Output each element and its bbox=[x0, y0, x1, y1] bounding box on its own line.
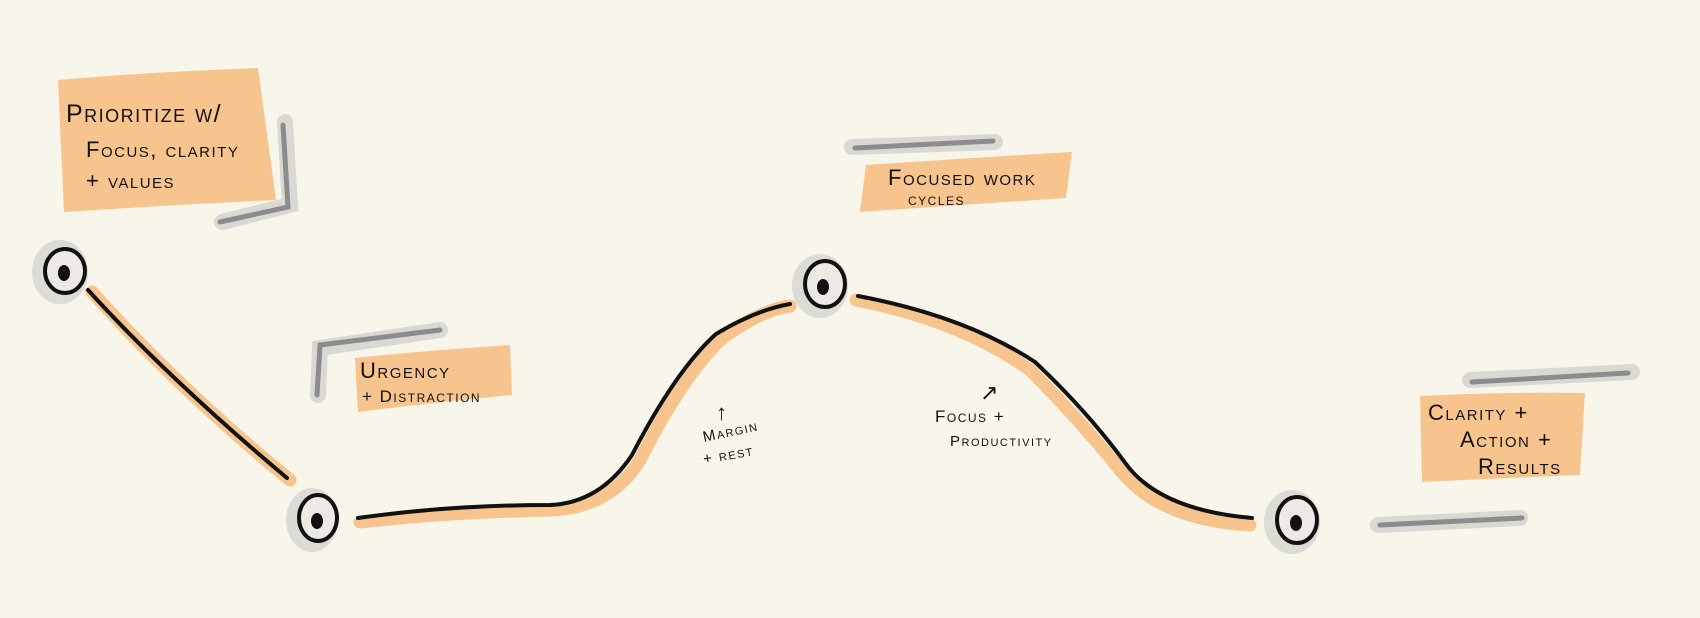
cycle-path bbox=[85, 285, 1257, 532]
clarity-line2: Action + bbox=[1460, 427, 1552, 452]
node-start bbox=[32, 240, 88, 304]
focus-line2: Productivity bbox=[950, 433, 1053, 450]
up-right-arrow-icon: ↗ bbox=[980, 380, 1000, 405]
prioritize-note: Prioritize w/ Focus, clarity + values bbox=[58, 68, 299, 230]
clarity-line3: Results bbox=[1478, 454, 1562, 479]
focused-work-line2: cycles bbox=[908, 190, 965, 209]
up-arrow-icon: ↑ bbox=[716, 400, 729, 425]
focus-line1: Focus + bbox=[935, 407, 1005, 426]
focused-work-note: Focused work cycles bbox=[844, 134, 1072, 212]
urgency-line1: Urgency bbox=[360, 358, 451, 383]
segment-rise bbox=[356, 302, 792, 520]
margin-rest-annotation: ↑ Margin + rest bbox=[701, 400, 760, 468]
clarity-note: Clarity + Action + Results bbox=[1420, 364, 1640, 482]
node-urgency bbox=[286, 488, 339, 552]
segment-decline-highlight bbox=[85, 285, 297, 487]
segment-fall bbox=[856, 294, 1254, 520]
urgency-note: Urgency + Distraction bbox=[310, 322, 512, 412]
prioritize-line3: + values bbox=[86, 168, 175, 193]
prioritize-line2: Focus, clarity bbox=[86, 137, 239, 162]
segment-fall-highlight bbox=[849, 293, 1257, 532]
focused-work-line1: Focused work bbox=[888, 165, 1036, 190]
clarity-line1: Clarity + bbox=[1428, 400, 1529, 425]
final-node-trail bbox=[1370, 510, 1528, 533]
segment-rise-highlight bbox=[353, 299, 797, 529]
node-peak bbox=[792, 254, 848, 318]
node-end bbox=[1264, 490, 1320, 554]
margin-line2: + rest bbox=[702, 442, 755, 468]
urgency-line2: + Distraction bbox=[362, 387, 481, 406]
segment-decline bbox=[86, 288, 289, 480]
focus-productivity-annotation: ↗ Focus + Productivity bbox=[935, 380, 1053, 450]
prioritize-line1: Prioritize w/ bbox=[66, 100, 222, 128]
